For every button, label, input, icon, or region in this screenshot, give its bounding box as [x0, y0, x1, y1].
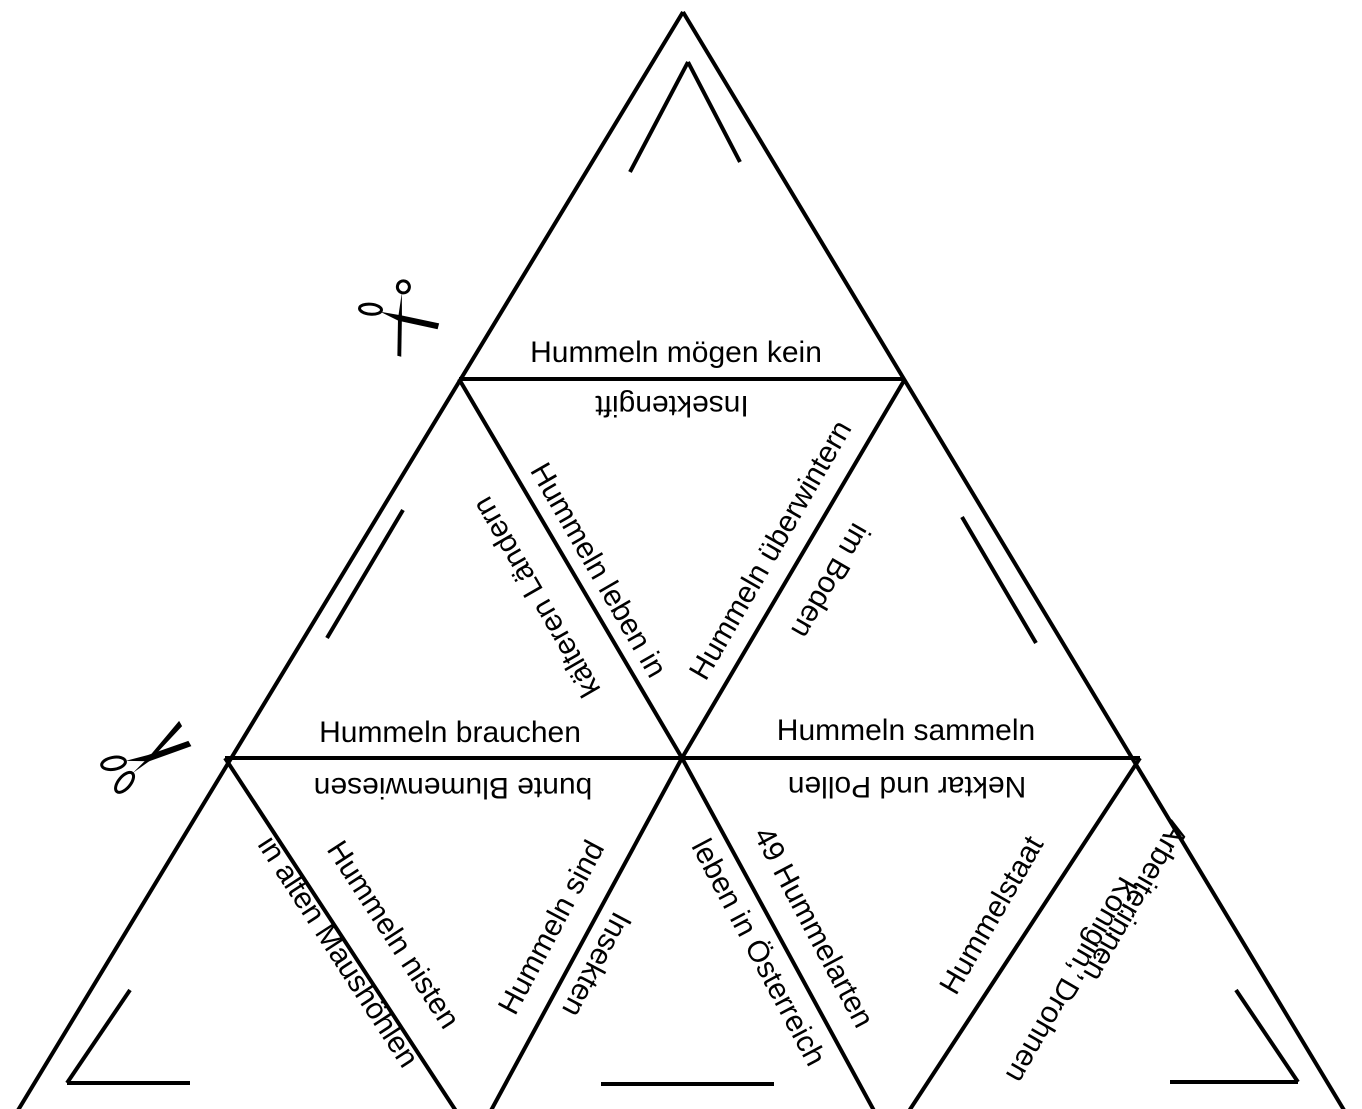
- lower-right-diagonal-b: [907, 756, 1142, 1109]
- outer-left-edge: [16, 10, 685, 1109]
- lower-left-diagonal-a: [223, 756, 458, 1109]
- statement-right-bottom-match: Nektar und Pollen: [788, 770, 1026, 803]
- statement-top-match: Insektengift: [595, 389, 749, 422]
- cut-mark-br-a: [1234, 988, 1300, 1084]
- statement-top: Hummeln mögen kein: [530, 336, 822, 369]
- scissors-icon: [100, 720, 192, 794]
- scissors-icon: [358, 279, 440, 357]
- cut-mark-top-right: [686, 61, 742, 163]
- upper-right-diagonal: [680, 377, 907, 760]
- cut-mark-top-left: [628, 61, 690, 173]
- cut-mark-mid-right: [960, 515, 1038, 645]
- outer-right-edge: [681, 10, 1346, 1109]
- cut-mark-bl-a: [65, 988, 132, 1085]
- statement-left-bottom-match: bunte Blumenwiesen: [314, 771, 593, 804]
- statement-right-bottom: Hummeln sammeln: [777, 714, 1035, 747]
- statement-right-mid-match: im Boden: [784, 518, 876, 644]
- upper-left-diagonal: [457, 377, 684, 760]
- lower-right-diagonal-a: [680, 757, 876, 1109]
- puzzle-texts: Hummeln mögen kein Insektengift Hummeln …: [251, 336, 1194, 1088]
- statement-br-match-2: Arbeiterinnen,: [1072, 816, 1194, 994]
- lower-left-diagonal-b: [489, 757, 684, 1109]
- outer-triangle: [16, 10, 1346, 1109]
- inner-lines: [223, 377, 1142, 1109]
- statement-br: Hummelstaat: [933, 830, 1050, 1000]
- statement-left-bottom: Hummeln brauchen: [319, 716, 581, 749]
- statement-left-mid: Hummeln leben in: [523, 457, 672, 683]
- cut-marks: [65, 61, 1300, 1086]
- cut-mark-mid-left: [325, 508, 405, 640]
